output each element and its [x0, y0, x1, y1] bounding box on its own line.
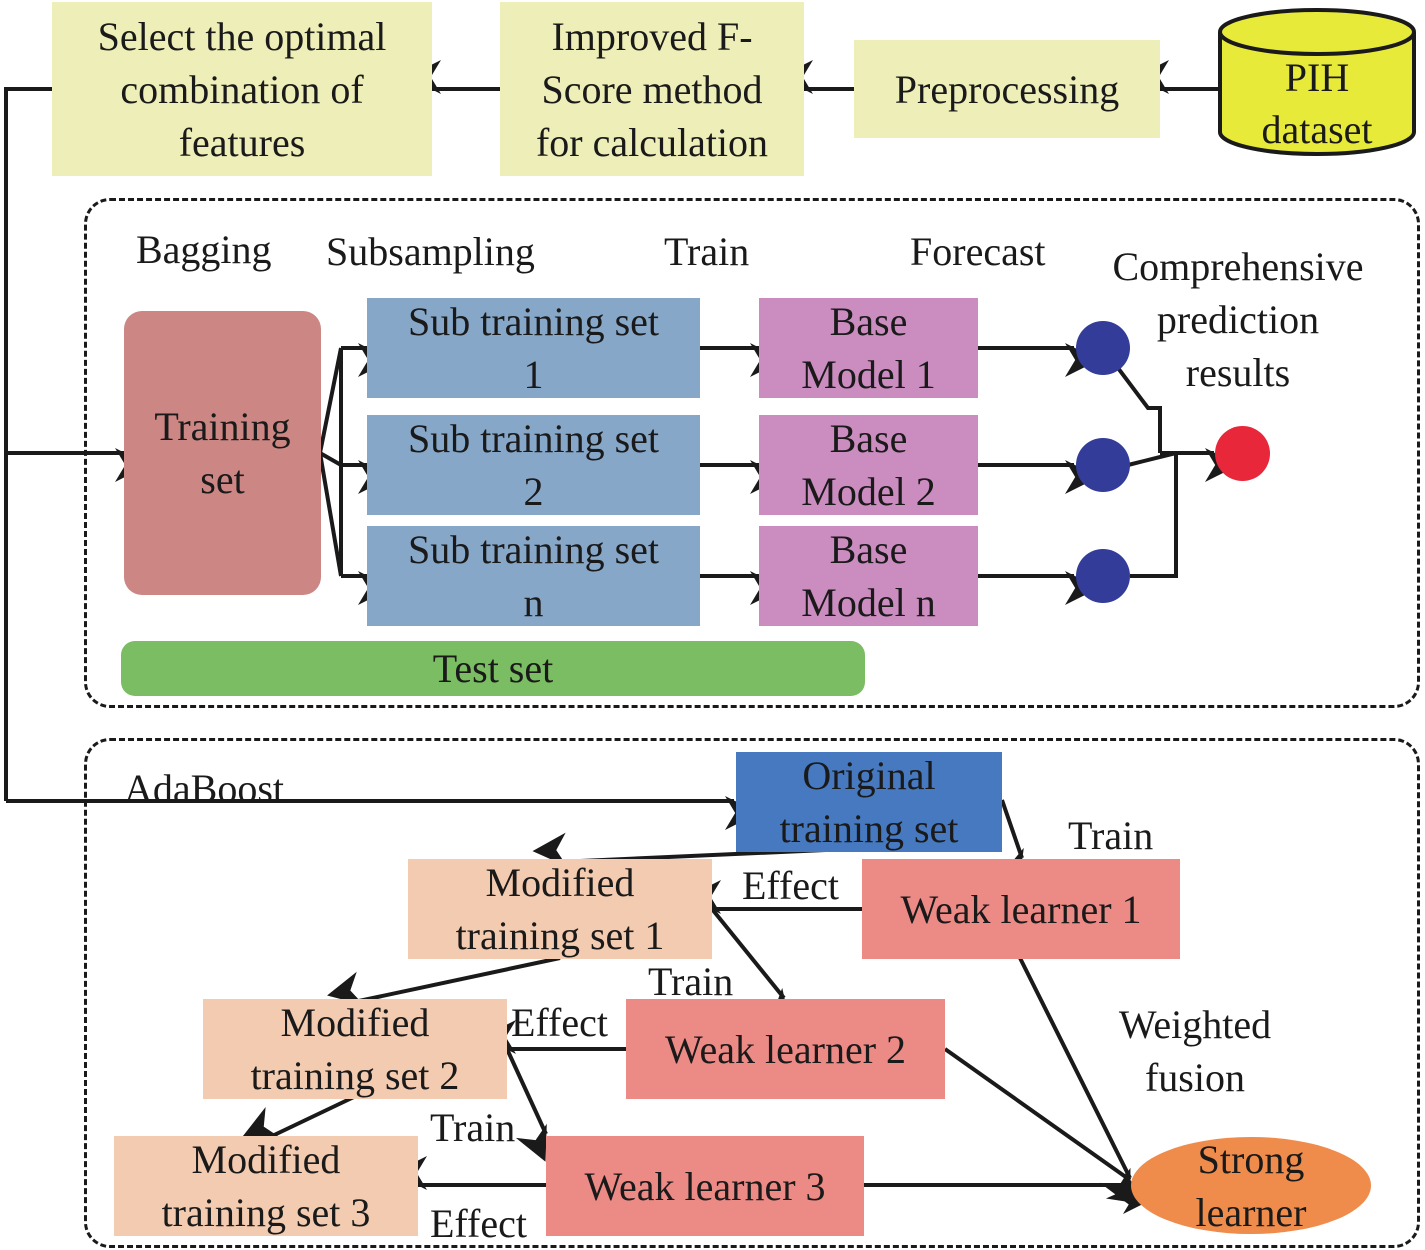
arrow-weak2-to-strong — [943, 1047, 1144, 1205]
bagging-region — [84, 198, 1420, 708]
pih-dataset-label: PIH dataset — [1261, 55, 1373, 152]
adaboost-region — [84, 738, 1420, 1248]
train-header: Train — [664, 229, 750, 274]
select-features-box: Select the optimal combination of featur… — [52, 2, 432, 176]
base-model-2: Base Model 2 — [759, 415, 978, 515]
arrow-modified2-to-modified3 — [242, 1094, 357, 1139]
preprocessing-box: Preprocessing — [854, 40, 1160, 138]
forecast-dot-1 — [1076, 321, 1130, 375]
arrow-original-to-weak1 — [991, 799, 1024, 886]
fscore-box: Improved F- Score method for calculation — [500, 2, 804, 176]
branch-split-n — [318, 452, 343, 577]
aggregate-line-n — [1130, 453, 1178, 578]
modified-training-set-3: Modified training set 3 — [114, 1136, 418, 1236]
aggregate-line-1 — [1101, 346, 1162, 453]
branch-split-1 — [318, 347, 343, 454]
forecast-dot-2 — [1076, 438, 1130, 492]
sub-training-set-n: Sub training set n — [367, 526, 700, 626]
weak-learner-2: Weak learner 2 — [626, 999, 945, 1099]
forecast-dot-n — [1076, 549, 1130, 603]
arrow-modified1-to-modified2 — [327, 956, 561, 1006]
adaboost-title: AdaBoost — [124, 766, 284, 811]
weighted-fusion-label: Weighted fusion — [1118, 1002, 1272, 1100]
train-label-2: Train — [648, 959, 734, 1004]
result-dot — [1215, 426, 1270, 481]
feature-feed-line — [4, 87, 52, 801]
pih-dataset-cylinder: PIH dataset — [1218, 8, 1416, 156]
effect-label-3: Effect — [430, 1201, 527, 1246]
arrow-modified1-to-weak2 — [710, 907, 791, 1025]
modified-training-set-1: Modified training set 1 — [408, 859, 712, 959]
effect-label-1: Effect — [742, 863, 839, 908]
bagging-header: Bagging — [136, 227, 272, 272]
base-model-1: Base Model 1 — [759, 298, 978, 398]
training-set-box: Training set — [124, 311, 321, 595]
sub-training-set-1: Sub training set 1 — [367, 298, 700, 398]
arrow-weak1-to-strong — [1018, 957, 1132, 1206]
sub-training-set-2: Sub training set 2 — [367, 415, 700, 515]
arrow-modified2-to-weak3 — [505, 1048, 548, 1162]
weak-learner-3: Weak learner 3 — [546, 1136, 864, 1236]
weak-learner-1: Weak learner 1 — [862, 859, 1180, 959]
original-training-set: Original training set — [736, 752, 1002, 852]
test-set-bar: Test set — [121, 641, 865, 696]
base-model-n: Base Model n — [759, 526, 978, 626]
modified-training-set-2: Modified training set 2 — [203, 999, 507, 1099]
forecast-header: Forecast — [910, 229, 1046, 274]
train-label-1: Train — [1068, 813, 1154, 858]
train-label-3: Train — [430, 1105, 516, 1150]
effect-label-2: Effect — [511, 1000, 608, 1045]
comprehensive-header: Comprehensive prediction results — [1112, 244, 1364, 395]
subsampling-header: Subsampling — [326, 229, 535, 274]
branch-split-2 — [319, 451, 342, 467]
strong-learner: Strong learner — [1131, 1137, 1371, 1235]
